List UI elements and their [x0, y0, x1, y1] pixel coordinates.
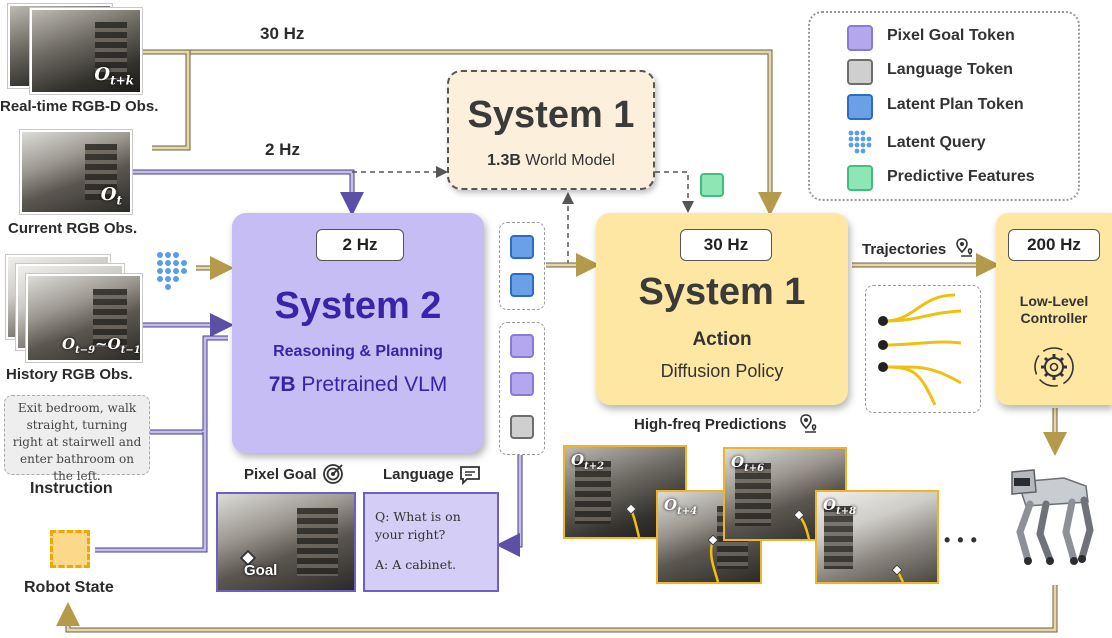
system1-subtitle: Action: [692, 329, 752, 350]
ellipsis: • • •: [944, 530, 978, 550]
world-model-size: 1.3B: [487, 152, 521, 169]
legend-swatch-latent-plan: [847, 94, 873, 120]
trajectory-origin-1: [878, 316, 888, 326]
route-pin-icon-2: [800, 414, 817, 433]
system2-title: System 2: [274, 285, 442, 327]
system2-rate: 2 Hz: [316, 229, 404, 261]
controller-label-1: Low-Level: [1019, 293, 1089, 309]
route-pin-icon: [956, 238, 973, 257]
legend-label-predictive: Predictive Features: [887, 168, 1035, 185]
current-subscript: t: [116, 194, 122, 208]
language-label: Language: [383, 466, 454, 483]
realtime-obs-image: Ot+k: [30, 8, 142, 94]
legend-swatch-predictive: [847, 165, 873, 191]
prediction-subscript-1: t+2: [584, 461, 605, 472]
legend-swatch-latent-query: [848, 130, 872, 154]
predictive-feature-token: [700, 173, 724, 197]
language-box: Q: What is on your right? A: A cabinet.: [363, 492, 499, 592]
prediction-subscript-3: t+6: [744, 463, 765, 474]
pixel-goal-label: Pixel Goal: [244, 466, 317, 483]
line-instruction-to-sys2: [150, 335, 228, 435]
dash-world-to-action: [655, 171, 694, 213]
legend-label-latent-query: Latent Query: [887, 134, 986, 151]
latent-query-icon: [157, 252, 187, 290]
realtime-subscript: t+k: [110, 74, 134, 88]
system1-rate: 30 Hz: [680, 229, 772, 261]
instruction-text: Exit bedroom, walk straight, turning rig…: [12, 401, 142, 483]
legend-label-latent-plan: Latent Plan Token: [887, 96, 1024, 113]
line-robot-feedback: [56, 585, 1058, 633]
instruction-label: Instruction: [30, 480, 113, 497]
trajectories-label: Trajectories: [862, 241, 947, 258]
trajectory-origin-3: [878, 362, 888, 372]
history-obs-label: History RGB Obs.: [6, 366, 133, 383]
gear-icon: [1034, 347, 1074, 387]
line-robotstate-to-sys2: [95, 432, 208, 553]
prediction-subscript-4: t+8: [836, 506, 857, 517]
robot-dog-icon: [1011, 469, 1094, 565]
goal-token-group: [499, 322, 545, 455]
history-obs-image: Ot−9~Ot−1: [26, 274, 142, 362]
world-model-box: System 1 1.3B World Model: [447, 70, 655, 190]
system1-action-box: 30 Hz System 1 Action Diffusion Policy: [596, 213, 848, 405]
pixel-goal-token-2: [510, 372, 534, 396]
prediction-frame-4: Ot+8: [815, 490, 939, 584]
current-obs-label: Current RGB Obs.: [8, 220, 138, 237]
legend-box: [808, 11, 1080, 201]
line-realtime-link: [140, 49, 191, 151]
legend-label-language: Language Token: [887, 61, 1013, 78]
controller-box: 200 Hz Low-Level Controller: [996, 213, 1112, 405]
controller-rate: 200 Hz: [1008, 229, 1100, 261]
instruction-box: Exit bedroom, walk straight, turning rig…: [4, 395, 150, 483]
robot-state-label: Robot State: [24, 579, 114, 596]
language-answer: A: A cabinet.: [375, 557, 457, 572]
chat-icon: [460, 466, 480, 485]
realtime-obs-label: Real-time RGB-D Obs.: [0, 98, 159, 115]
line-30hz-top: [140, 49, 782, 216]
goal-text: Goal: [244, 562, 278, 579]
system2-size: 7B: [268, 373, 296, 396]
legend-label-pixel-goal: Pixel Goal Token: [887, 27, 1015, 44]
language-token: [510, 415, 534, 439]
system2-model: Pretrained VLM: [301, 373, 448, 396]
rate-label-30hz: 30 Hz: [260, 24, 305, 43]
highfreq-label: High-freq Predictions: [634, 416, 787, 433]
plan-token-group: [499, 222, 545, 310]
trajectories-box: [865, 285, 981, 413]
system2-box: 2 Hz System 2 Reasoning & Planning 7B Pr…: [232, 213, 484, 453]
world-model-subtitle: World Model: [525, 152, 615, 169]
system1-model: Diffusion Policy: [660, 361, 784, 381]
latent-plan-token-2: [510, 273, 534, 297]
pixel-goal-image: Goal: [216, 492, 356, 592]
trajectory-origin-2: [878, 340, 888, 350]
pixel-goal-token-1: [510, 334, 534, 358]
latent-plan-token-1: [510, 235, 534, 259]
controller-label-2: Controller: [1020, 310, 1088, 326]
world-model-title: System 1: [467, 94, 635, 136]
legend-swatch-pixel-goal: [847, 25, 873, 51]
system2-subtitle: Reasoning & Planning: [273, 343, 443, 360]
trajectory-curves: [884, 293, 962, 406]
current-obs-image: Ot: [20, 130, 132, 214]
target-icon: [323, 464, 343, 484]
robot-state-icon: [50, 530, 90, 568]
line-tokens-to-language: [496, 455, 523, 557]
prediction-subscript-2: t+4: [677, 506, 698, 517]
system1-title: System 1: [638, 271, 806, 313]
legend-swatch-language: [847, 59, 873, 85]
language-question: Q: What is on your right?: [375, 509, 461, 542]
rate-label-2hz: 2 Hz: [265, 140, 300, 159]
